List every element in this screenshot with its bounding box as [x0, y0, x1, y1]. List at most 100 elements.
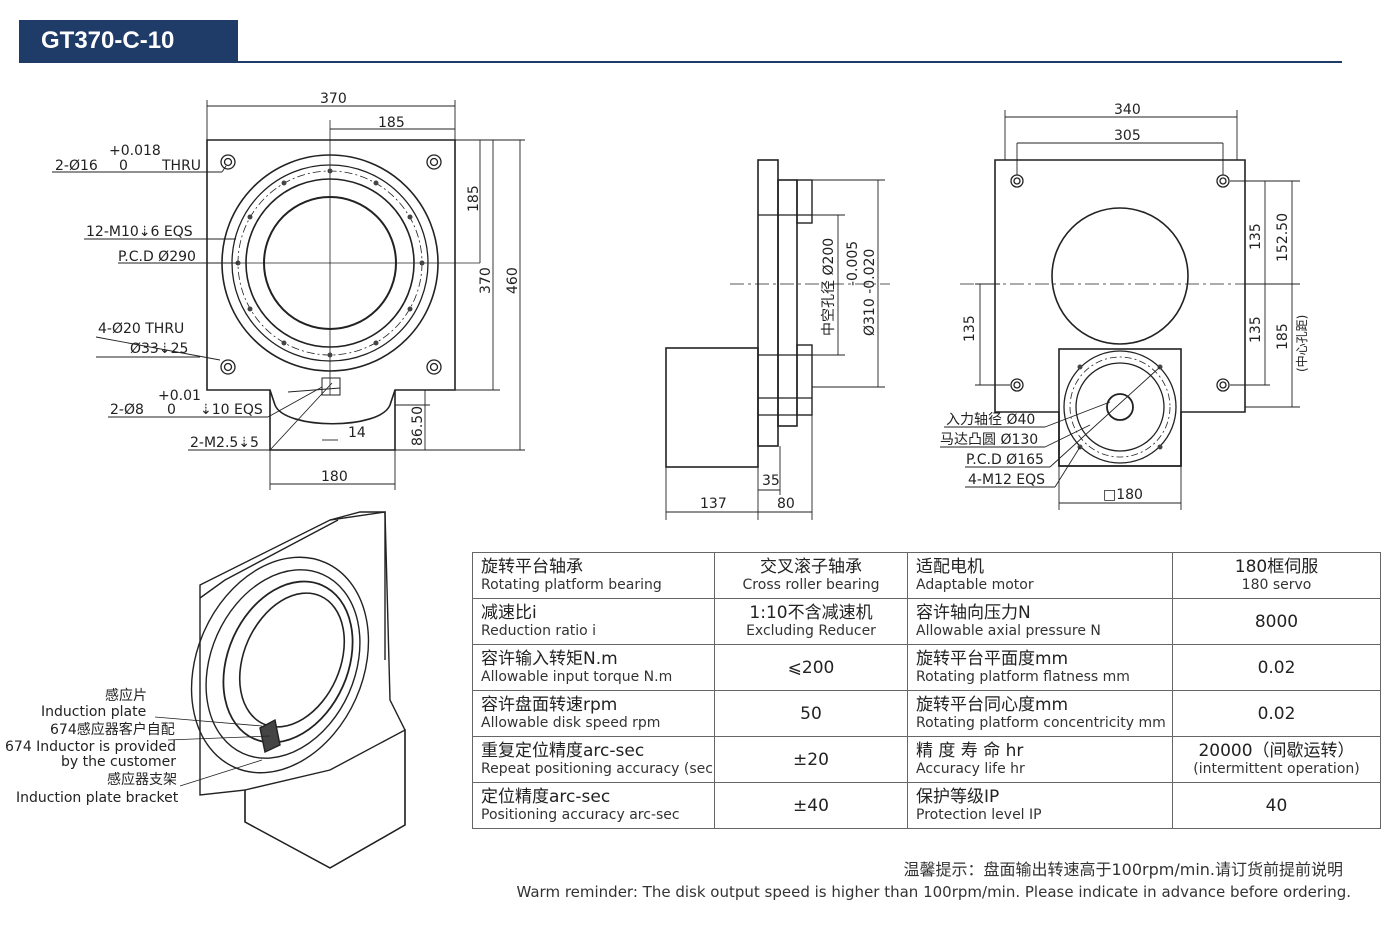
callout-m10: 12-M10⇣6 EQS [86, 224, 193, 240]
callout-thru-0: 0 [119, 158, 128, 174]
spec-value-main: 20000（间歇运转） [1198, 741, 1355, 761]
side-shaft-tol-a: -0.005 [845, 241, 861, 286]
spec-value: 0.02 [1172, 644, 1381, 691]
spec-label-zh: 旋转平台同心度mm [916, 695, 1069, 715]
spec-value: 0.02 [1172, 690, 1381, 737]
spec-value: 50 [714, 690, 908, 737]
spec-value: 20000（间歇运转）(intermittent operation) [1172, 736, 1381, 783]
callout-pin-tol: +0.01 [158, 388, 201, 404]
model-title: GT370-C-10 [19, 20, 238, 62]
iso-inductor-zh: 674感应器客户自配 [50, 721, 175, 738]
dim-370: 370 [320, 91, 347, 107]
callout-pcd165: P.C.D Ø165 [966, 452, 1044, 468]
spec-label-en: Positioning accuracy arc-sec [481, 807, 680, 823]
spec-label-en: Protection level IP [916, 807, 1042, 823]
spec-label-zh: 精 度 寿 命 hr [916, 741, 1024, 761]
spec-label-en: Reduction ratio i [481, 623, 597, 639]
callout-pin-main: 2-Ø8 [110, 402, 144, 418]
dim-h460: 460 [505, 267, 521, 294]
dim-86: 86.50 [410, 406, 426, 446]
spec-label-zh: 容许轴向压力N [916, 603, 1031, 623]
dim-80: 80 [777, 496, 795, 512]
spec-value-main: 50 [800, 703, 822, 724]
dim-135b: 135 [1248, 316, 1264, 343]
spec-value-sub: Excluding Reducer [746, 623, 876, 639]
spec-value-main: 1:10不含减速机 [749, 603, 873, 623]
dim-137: 137 [700, 496, 727, 512]
spec-label-en: Allowable input torque N.m [481, 669, 673, 685]
spec-value-main: 40 [1265, 795, 1288, 816]
warm-reminder-zh: 温馨提示：盘面输出转速高于100rpm/min.请订货前提前说明 [903, 860, 1343, 879]
spec-value-main: ±20 [793, 749, 829, 770]
iso-bracket-en: Induction plate bracket [16, 790, 179, 806]
callout-pin-0: 0 [167, 402, 176, 418]
callout-thru-main: 2-Ø16 [55, 158, 98, 174]
spec-label-en: Allowable disk speed rpm [481, 715, 661, 731]
spec-value-main: 交叉滚子轴承 [760, 557, 862, 577]
spec-value-main: 180框伺服 [1234, 557, 1319, 577]
dim-152: 152.50 [1275, 213, 1291, 262]
dim-14: 14 [348, 425, 366, 441]
side-bore: 中空孔径 Ø200 [821, 238, 837, 336]
dim-base180: 180 [321, 469, 348, 485]
dim-center-note: (中心孔距) [1294, 315, 1309, 372]
spec-label-en: Allowable axial pressure N [916, 623, 1101, 639]
spec-value: ±40 [714, 782, 908, 829]
dim-340: 340 [1114, 102, 1141, 118]
dim-185-rear: 185 [1275, 323, 1291, 350]
corner-holes [220, 154, 442, 375]
spec-value-main: ⩽200 [787, 657, 835, 678]
spec-value: ±20 [714, 736, 908, 783]
spec-value-sub: Cross roller bearing [742, 577, 880, 593]
rear-view [940, 110, 1300, 510]
front-view [52, 100, 525, 490]
spec-value: 8000 [1172, 598, 1381, 645]
spec-value-main: 0.02 [1257, 703, 1296, 724]
spec-value: ⩽200 [714, 644, 908, 691]
dim-35: 35 [762, 473, 780, 489]
callout-thru-word: THRU [161, 158, 201, 174]
callout-hole20: 4-Ø20 THRU [98, 321, 184, 337]
callout-pin-depth: ⇣10 EQS [200, 402, 263, 418]
callout-counterbore: Ø33⇣25 [130, 341, 188, 357]
spec-label-en: Rotating platform flatness mm [916, 669, 1130, 685]
spec-label-zh: 旋转平台轴承 [481, 557, 583, 577]
rear-holes [1010, 174, 1230, 392]
callout-motor-boss: 马达凸圆 Ø130 [940, 432, 1038, 448]
spec-value-main: 8000 [1254, 611, 1299, 632]
dim-135-left: 135 [962, 315, 978, 342]
dim-305: 305 [1114, 128, 1141, 144]
dim-h185: 185 [466, 185, 482, 212]
spec-label-en: Accuracy life hr [916, 761, 1025, 777]
callout-thru-tol: +0.018 [109, 143, 161, 159]
spec-value-main: ±40 [793, 795, 829, 816]
dim-h370: 370 [478, 267, 494, 294]
side-view [665, 159, 890, 520]
spec-label-en: Rotating platform bearing [481, 577, 662, 593]
callout-m25: 2-M2.5⇣5 [190, 435, 259, 451]
spec-label-zh: 定位精度arc-sec [481, 787, 611, 807]
iso-plate-en: Induction plate [41, 704, 146, 720]
dim-135a: 135 [1248, 223, 1264, 250]
spec-value: 40 [1172, 782, 1381, 829]
spec-value-sub: 180 servo [1241, 577, 1312, 593]
spec-label-zh: 重复定位精度arc-sec [481, 741, 645, 761]
spec-label-en: Repeat positioning accuracy (sec) [481, 761, 715, 777]
spec-label-zh: 适配电机 [916, 557, 984, 577]
spec-value-sub: (intermittent operation) [1193, 761, 1360, 777]
spec-label-zh: 旋转平台平面度mm [916, 649, 1069, 669]
dim-sq180: □180 [1103, 487, 1143, 503]
